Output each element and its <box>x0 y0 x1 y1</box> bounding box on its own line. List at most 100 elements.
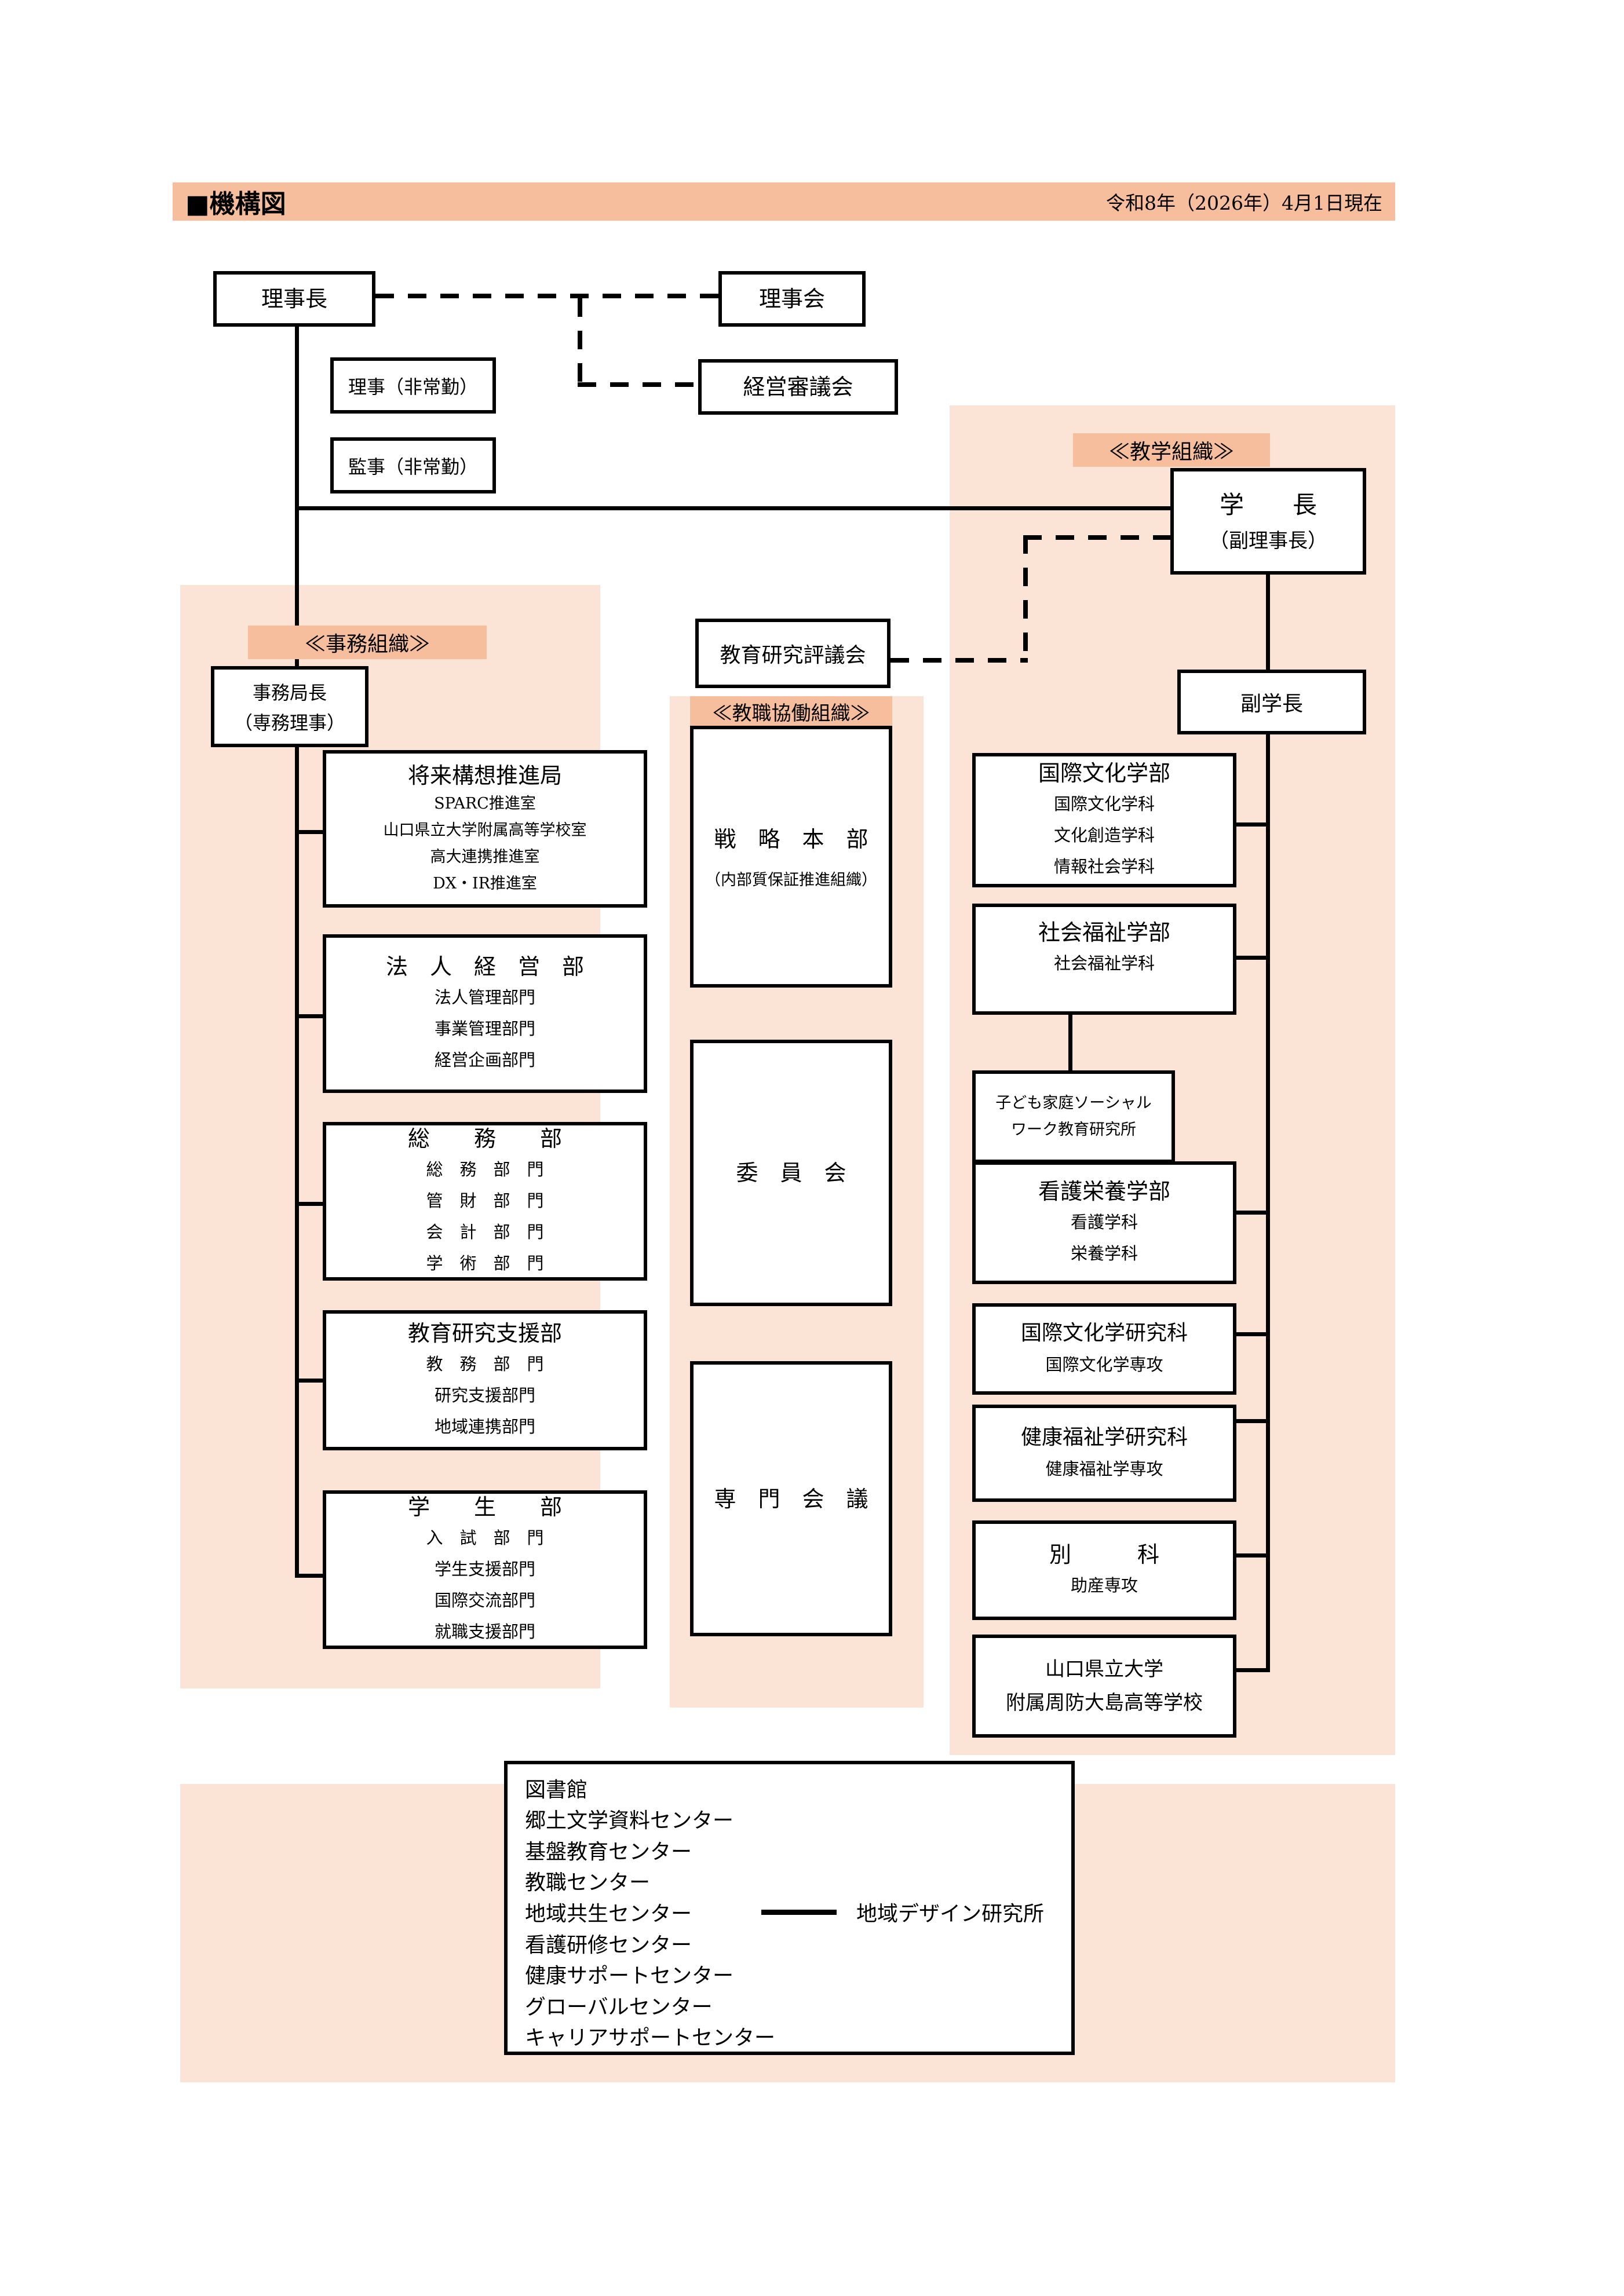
connector-line <box>761 1909 837 1915</box>
list-item: キャリアサポートセンター <box>525 2021 775 2052</box>
president-title: 学 長 <box>1219 490 1317 519</box>
child-family-institute-box: 子ども家庭ソーシャル ワーク教育研究所 <box>972 1070 1175 1163</box>
chairman-president-line <box>295 506 1170 510</box>
vice-president-box: 副学長 <box>1177 670 1366 734</box>
secretary-general-title: 事務局長 <box>252 682 327 704</box>
stub-nursing <box>1236 1211 1266 1215</box>
attached-institute-label: 地域デザイン研究所 <box>856 1902 1045 1926</box>
dept-item: 国際交流部門 <box>434 1591 535 1610</box>
auditors-label: 監事（非常勤） <box>348 455 478 478</box>
strategy-hq-title: 戦 略 本 部 <box>714 826 868 852</box>
dashed-council-president-v <box>1023 535 1028 660</box>
dept-item: 事業管理部門 <box>434 1019 535 1039</box>
stub-future-bureau <box>295 830 323 834</box>
faculty-title: 国際文化学研究科 <box>1020 1321 1188 1345</box>
center-label: グローバルセンター <box>525 1995 713 2019</box>
management-council-box: 経営審議会 <box>698 359 898 415</box>
list-item: グローバルセンター <box>525 1990 713 2021</box>
list-item: 教職センター <box>525 1866 650 1897</box>
president-box: 学 長 （副理事長） <box>1170 468 1366 575</box>
faculty-item: 情報社会学科 <box>1053 857 1155 876</box>
faculty-item: 健康福祉学専攻 <box>1045 1459 1163 1479</box>
faculty-item: 国際文化学専攻 <box>1045 1355 1163 1374</box>
center-label: 郷土文学資料センター <box>525 1809 734 1833</box>
directors-box: 理事（非常勤） <box>330 357 496 414</box>
dept-item: 法人管理部門 <box>434 988 535 1007</box>
center-label: 看護研修センター <box>525 1933 692 1957</box>
board-label: 理事会 <box>758 286 825 312</box>
bekka-box: 別 科 助産専攻 <box>972 1520 1236 1620</box>
dept-item: 高大連携推進室 <box>430 848 540 866</box>
stub-intl-culture <box>1236 822 1266 827</box>
header-bar: ■機構図 令和8年（2026年）4月1日現在 <box>173 182 1395 221</box>
dashed-line-drop <box>578 298 582 385</box>
institute-line1: 子ども家庭ソーシャル <box>995 1094 1152 1112</box>
list-item: 看護研修センター <box>525 1928 692 1959</box>
dept-title: 学 生 部 <box>407 1494 562 1520</box>
expert-meetings-label: 専 門 会 議 <box>714 1486 868 1512</box>
faculty-item: 国際文化学科 <box>1053 794 1155 814</box>
stub-corporate-dept <box>295 1014 323 1018</box>
attached-school-line1: 山口県立大学 <box>1045 1658 1163 1681</box>
stub-student-dept <box>295 1574 323 1578</box>
stub-social-welfare <box>1236 956 1266 960</box>
faculty-title: 社会福祉学部 <box>1038 920 1170 945</box>
president-vp-line <box>1266 575 1270 672</box>
dashed-line-to-management-council <box>578 382 698 387</box>
list-item: 健康サポートセンター <box>525 1958 733 1990</box>
dept-item: 地域連携部門 <box>434 1417 535 1436</box>
expert-meetings-box: 専 門 会 議 <box>690 1361 892 1636</box>
center-label: 健康サポートセンター <box>525 1964 734 1988</box>
dept-item: 山口県立大学附属高等学校室 <box>383 821 587 839</box>
dept-item: SPARC推進室 <box>434 795 536 813</box>
dept-item: 学 術 部 門 <box>426 1253 544 1273</box>
dept-title: 将来構想推進局 <box>407 763 562 788</box>
institute-line2: ワーク教育研究所 <box>1011 1121 1136 1139</box>
secretary-general-box: 事務局長 （専務理事） <box>211 666 368 747</box>
faculty-item: 文化創造学科 <box>1053 825 1155 845</box>
education-research-support-dept-box: 教育研究支援部 教 務 部 門 研究支援部門 地域連携部門 <box>323 1310 647 1450</box>
dept-item: 経営企画部門 <box>434 1050 535 1070</box>
dashed-council-president-h2 <box>891 658 1028 663</box>
corporate-management-dept-box: 法 人 経 営 部 法人管理部門 事業管理部門 経営企画部門 <box>323 934 647 1093</box>
vice-president-label: 副学長 <box>1240 692 1303 716</box>
stub-attached-school <box>1236 1668 1266 1672</box>
education-research-council-box: 教育研究評議会 <box>695 619 891 688</box>
stub-health-grad <box>1236 1419 1266 1423</box>
student-dept-box: 学 生 部 入 試 部 門 学生支援部門 国際交流部門 就職支援部門 <box>323 1490 647 1649</box>
stub-intl-grad <box>1236 1332 1266 1336</box>
auditors-box: 監事（非常勤） <box>330 437 496 493</box>
faculty-item: 栄養学科 <box>1070 1244 1138 1263</box>
faculty-title: 国際文化学部 <box>1038 761 1170 786</box>
health-welfare-grad-school-box: 健康福祉学研究科 健康福祉学専攻 <box>972 1405 1236 1502</box>
dept-item: 研究支援部門 <box>434 1385 535 1405</box>
education-research-council-label: 教育研究評議会 <box>720 644 866 667</box>
future-planning-bureau-box: 将来構想推進局 SPARC推進室 山口県立大学附属高等学校室 高大連携推進室 D… <box>323 750 647 908</box>
centers-list-box: 図書館 郷土文学資料センター 基盤教育センター 教職センター 地域共生センター … <box>504 1761 1075 2055</box>
center-label: 図書館 <box>525 1778 588 1802</box>
dept-item: DX・IR推進室 <box>433 875 537 893</box>
date-note: 令和8年（2026年）4月1日現在 <box>1106 192 1382 214</box>
board-box: 理事会 <box>718 271 866 327</box>
center-label: 基盤教育センター <box>525 1840 692 1864</box>
dashed-line-chairman-board <box>375 294 718 298</box>
management-council-label: 経営審議会 <box>743 374 853 400</box>
center-label: 地域共生センター <box>525 1902 692 1926</box>
attached-high-school-box: 山口県立大学 附属周防大島高等学校 <box>972 1635 1236 1738</box>
dept-title: 法 人 経 営 部 <box>385 954 584 979</box>
right-trunk-line <box>1266 732 1270 1672</box>
secretary-general-subtitle: （専務理事） <box>233 712 345 734</box>
admin-section-label: ≪事務組織≫ <box>248 626 487 659</box>
dept-title: 教育研究支援部 <box>407 1321 562 1346</box>
social-welfare-faculty-box: 社会福祉学部 社会福祉学科 <box>972 904 1236 1015</box>
list-item: 図書館 <box>525 1772 587 1804</box>
coop-section-label: ≪教職協働組織≫ <box>690 696 892 726</box>
faculty-title: 看護栄養学部 <box>1038 1179 1170 1204</box>
dept-title: 総 務 部 <box>407 1126 562 1151</box>
welfare-child-line <box>1068 1012 1072 1073</box>
faculty-item: 看護学科 <box>1070 1212 1138 1232</box>
faculty-title: 健康福祉学研究科 <box>1020 1425 1188 1449</box>
page-title: ■機構図 <box>185 189 286 219</box>
dept-item: 入 試 部 門 <box>426 1528 544 1548</box>
dept-item: 管 財 部 門 <box>426 1191 544 1211</box>
